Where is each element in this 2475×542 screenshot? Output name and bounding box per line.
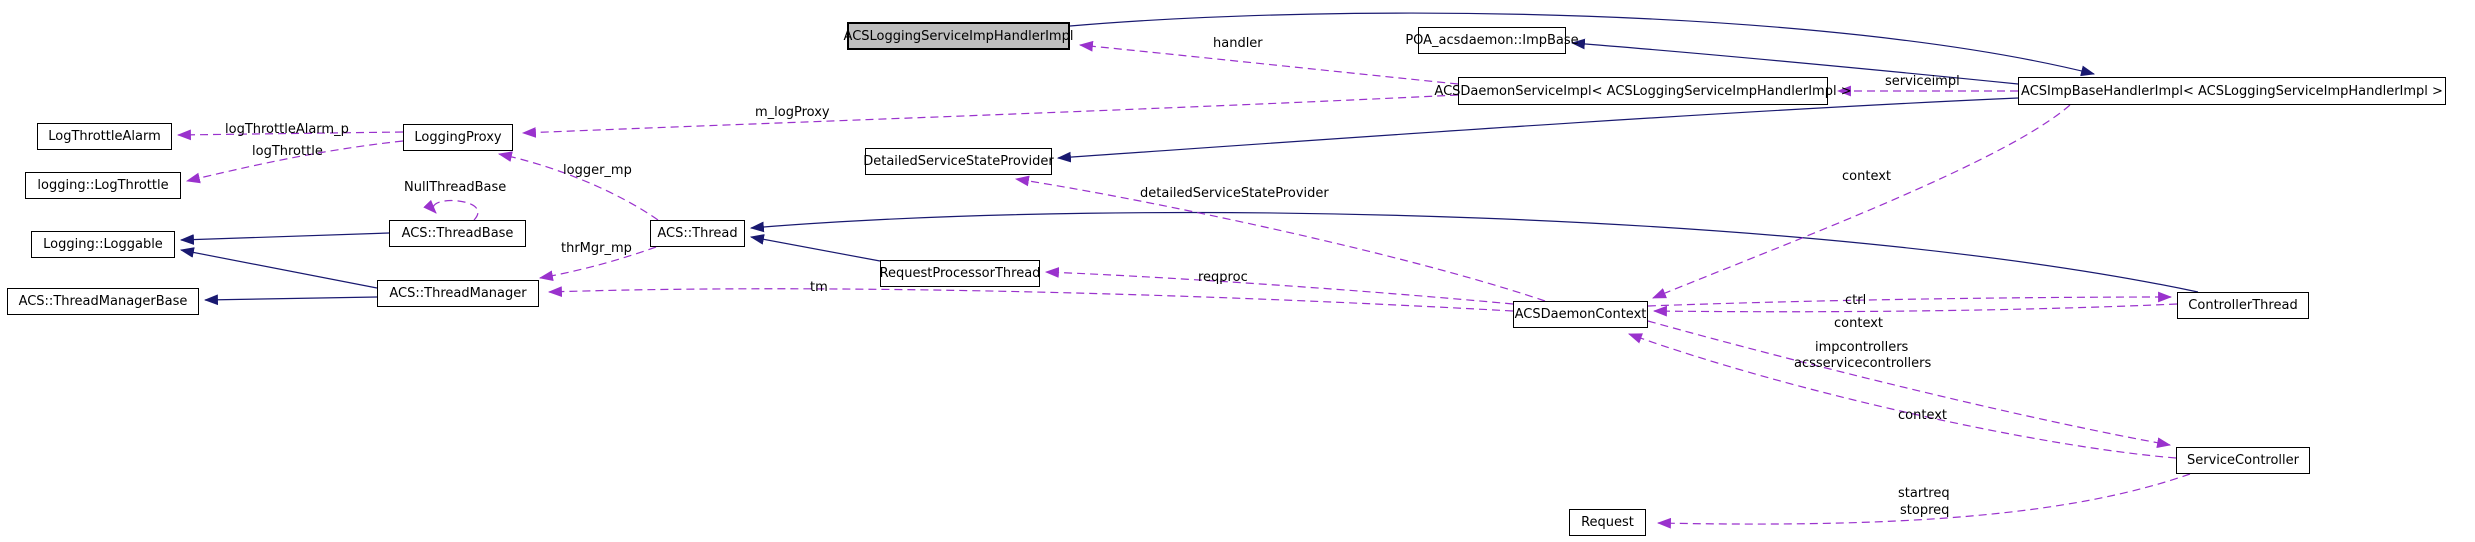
edge-label-context-impbase: context [1842, 169, 1891, 184]
edge-context-from-servicecontroller [1627, 333, 2177, 459]
node-detailedservicestateprovider[interactable]: DetailedServiceStateProvider [863, 148, 1054, 175]
edge-label-tm: tm [810, 280, 828, 295]
node-logging-logthrottle[interactable]: logging::LogThrottle [25, 172, 181, 199]
node-loggingproxy[interactable]: LoggingProxy [403, 124, 513, 151]
node-logging-loggable[interactable]: Logging::Loggable [31, 231, 175, 258]
edge-label-detailedservicestateprovider: detailedServiceStateProvider [1140, 186, 1329, 201]
edge-impbasehandler-to-dssp [1056, 97, 2019, 163]
edge-label-thrmgr-mp: thrMgr_mp [561, 241, 632, 256]
edge-label-m-logproxy: m_logProxy [755, 105, 830, 120]
node-acs-threadbase[interactable]: ACS::ThreadBase [389, 220, 526, 247]
node-logthrottlealarm[interactable]: LogThrottleAlarm [37, 123, 172, 150]
edge-label-serviceimpl: serviceimpl [1885, 74, 1960, 89]
node-acs-threadmanager[interactable]: ACS::ThreadManager [377, 280, 539, 307]
edge-label-context-controller: context [1834, 316, 1883, 331]
edge-logger-mp [497, 151, 659, 221]
edge-reqprocthread-to-thread [749, 234, 881, 262]
node-acs-thread[interactable]: ACS::Thread [650, 220, 745, 247]
edge-label-nullthreadbase: NullThreadBase [404, 180, 507, 195]
edge-context-from-impbasehandler [1652, 104, 2071, 299]
edge-tm [547, 286, 1514, 312]
node-servicecontroller[interactable]: ServiceController [2176, 447, 2310, 474]
edge-label-context-servicecontroller: context [1898, 408, 1947, 423]
node-acsimpbasehandlerimpl[interactable]: ACSImpBaseHandlerImpl< ACSLoggingService… [2018, 77, 2446, 105]
node-acsdaemoncontext[interactable]: ACSDaemonContext [1513, 301, 1648, 328]
edge-threadmanager-to-threadmanagerbase [203, 294, 378, 306]
edge-ctrl [1647, 291, 2173, 307]
edge-label-ctrl: ctrl [1845, 293, 1867, 308]
edge-context-from-controllerthread [1652, 303, 2178, 317]
edge-label-reqproc: reqproc [1198, 270, 1248, 285]
edge-logthrottlealarm-p [176, 129, 404, 141]
edge-label-acsservicecontrollers: acsservicecontrollers [1794, 356, 1932, 371]
edge-logthrottle [185, 140, 404, 184]
edge-label-impcontrollers: impcontrollers [1815, 340, 1909, 355]
edge-label-stopreq: stopreq [1900, 503, 1950, 518]
node-requestprocessorthread[interactable]: RequestProcessorThread [880, 260, 1040, 287]
node-acs-threadmanagerbase[interactable]: ACS::ThreadManagerBase [7, 288, 199, 315]
edge-threadbase-to-loggable [179, 232, 390, 245]
edge-startreq-stopreq [1656, 473, 2191, 529]
edge-handler [1078, 40, 1459, 85]
node-poa-acsdaemon-impbase[interactable]: POA_acsdaemon::ImpBase [1405, 27, 1579, 54]
edge-main-to-impbasehandler [1069, 12, 2096, 77]
node-controllerthread[interactable]: ControllerThread [2177, 292, 2309, 319]
edge-thrmgr-mp [538, 246, 657, 282]
edge-controllerthread-to-thread [749, 211, 2199, 293]
edge-nullthreadbase-selfloop [423, 199, 479, 221]
node-acsdaemonserviceimpl[interactable]: ACSDaemonServiceImpl< ACSLoggingServiceI… [1434, 77, 1852, 105]
edge-label-handler: handler [1213, 36, 1263, 51]
edge-m-logproxy [521, 94, 1459, 138]
edge-label-startreq: startreq [1898, 486, 1950, 501]
edge-threadmanager-to-loggable [179, 247, 378, 289]
edge-label-logger-mp: logger_mp [563, 163, 632, 178]
edge-detailedservicestateprovider [1014, 175, 1546, 302]
node-request[interactable]: Request [1569, 509, 1646, 536]
edge-label-logthrottle: logThrottle [252, 144, 323, 159]
edge-impbasehandler-to-poa [1570, 38, 2019, 85]
edge-impcontrollers [1647, 320, 2172, 449]
edge-reqproc [1044, 267, 1514, 305]
edge-label-logthrottlealarm-p: logThrottleAlarm_p [225, 122, 349, 137]
node-acsloggingserviceimphandlerimpl: ACSLoggingServiceImpHandlerImpl [844, 22, 1073, 50]
